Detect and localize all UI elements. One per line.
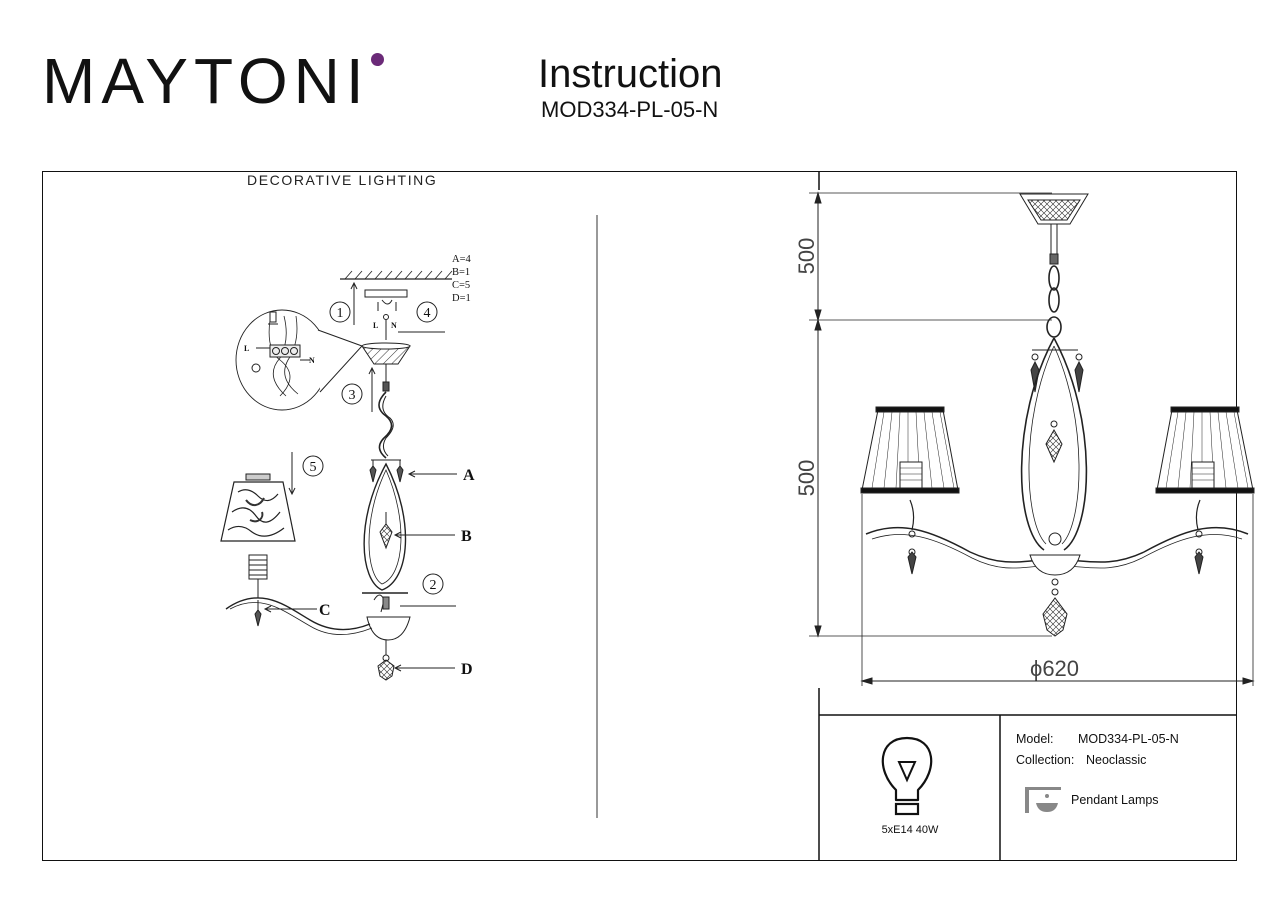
step-5-circle bbox=[302, 455, 324, 477]
part-count-c: C=5 bbox=[452, 280, 470, 291]
dimension-drawing bbox=[809, 191, 1255, 686]
part-count-b: B=1 bbox=[452, 267, 470, 278]
step-3: 3 bbox=[349, 388, 356, 403]
wire-n-label: N bbox=[391, 321, 397, 330]
step-3-circle bbox=[341, 383, 363, 405]
model-value: MOD334-PL-05-N bbox=[1078, 732, 1179, 746]
step-1: 1 bbox=[337, 306, 344, 321]
logo-wordmark: MAYTONI bbox=[42, 45, 370, 117]
step-2: 2 bbox=[430, 578, 437, 593]
step-4-circle bbox=[416, 301, 438, 323]
dim-body-height: 500 bbox=[794, 460, 819, 497]
part-label-a: A bbox=[463, 467, 475, 484]
maytoni-logo: MAYTONI DECORATIVE LIGHTING bbox=[42, 44, 436, 188]
assembly-diagram bbox=[220, 270, 457, 681]
bulb-spec: 5xE14 40W bbox=[881, 824, 939, 836]
dim-diameter: ϕ620 bbox=[1030, 656, 1079, 681]
detail-l-label: L bbox=[244, 344, 249, 353]
part-count-d: D=1 bbox=[452, 293, 471, 304]
model-label: Model: bbox=[1016, 732, 1054, 746]
instruction-frame bbox=[42, 171, 1237, 861]
logo-tagline: DECORATIVE LIGHTING bbox=[247, 172, 438, 188]
part-label-b: B bbox=[461, 528, 472, 545]
step-2-circle bbox=[422, 573, 444, 595]
detail-n-label: N bbox=[309, 356, 315, 365]
bulb-icon bbox=[881, 736, 933, 816]
pendant-lamp-icon bbox=[1025, 787, 1061, 813]
collection-value: Neoclassic bbox=[1086, 753, 1147, 767]
part-count-a: A=4 bbox=[452, 254, 472, 265]
page-title: Instruction bbox=[538, 52, 723, 96]
part-label-d: D bbox=[461, 661, 473, 678]
part-label-c: C bbox=[319, 602, 331, 619]
step-5: 5 bbox=[310, 460, 317, 475]
wire-l-label: L bbox=[373, 321, 378, 330]
collection-label: Collection: bbox=[1016, 753, 1075, 767]
dim-top-height: 500 bbox=[794, 238, 819, 275]
lamp-type: Pendant Lamps bbox=[1071, 793, 1159, 807]
model-code: MOD334-PL-05-N bbox=[541, 97, 719, 122]
logo-accent-dot bbox=[371, 53, 384, 66]
step-1-circle bbox=[329, 301, 351, 323]
step-4: 4 bbox=[424, 306, 431, 321]
